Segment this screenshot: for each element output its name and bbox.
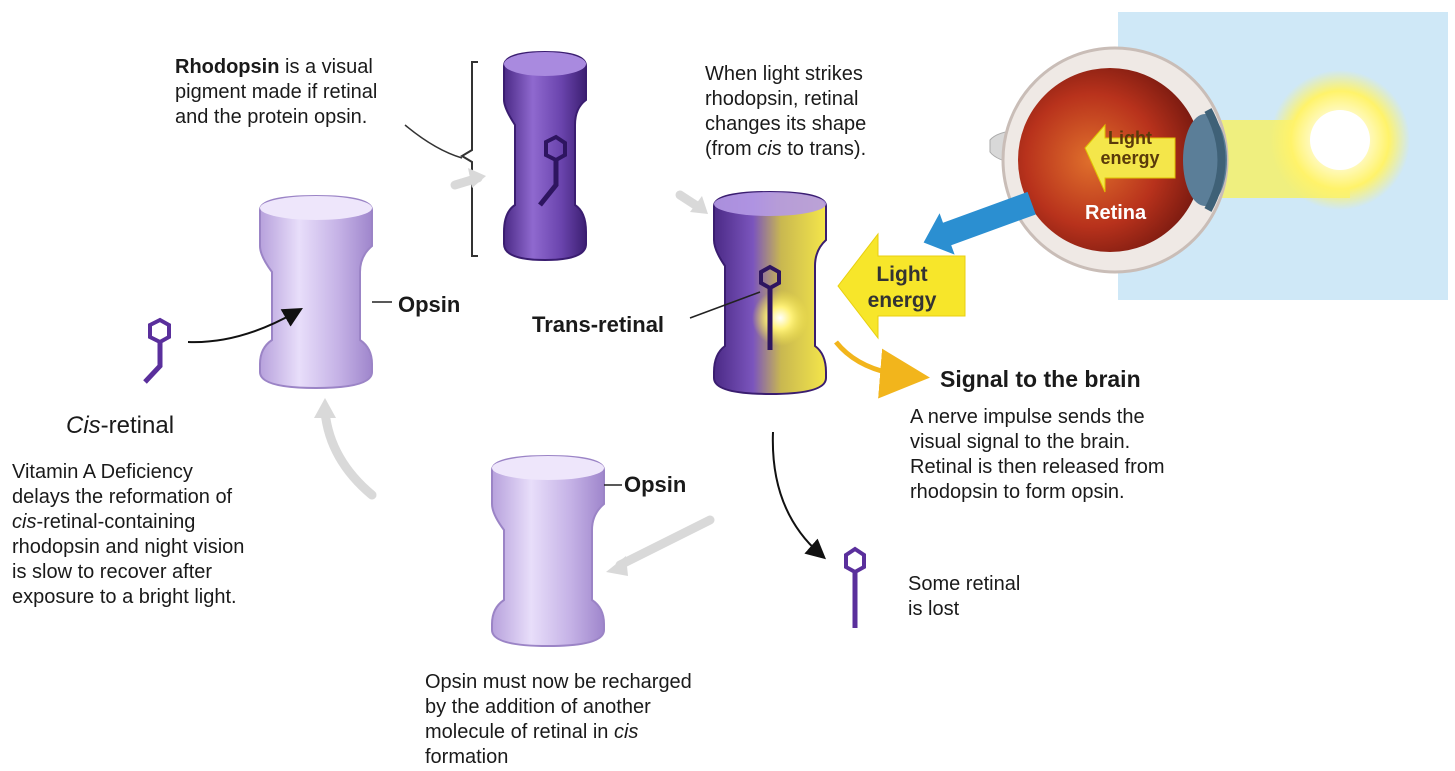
lost-retinal-molecule	[846, 549, 864, 628]
eye-light-label-2: energy	[1095, 148, 1165, 168]
opsin-molecule-bottom	[492, 456, 604, 646]
cis-retinal-italic: Cis	[66, 412, 101, 439]
lost-note-line2: is lost	[908, 597, 1020, 622]
cis-retinal-heading: Cis-retinal	[66, 412, 174, 440]
light-energy-label: Light energy	[862, 262, 942, 314]
light-note-cis: cis	[757, 138, 781, 160]
vitamin-a-note: Vitamin A Deficiency delays the reformat…	[12, 460, 244, 610]
rhodopsin-molecule	[504, 52, 586, 260]
light-flash	[752, 290, 808, 346]
recharge-line2: by the addition of another	[425, 695, 692, 720]
light-note-line3: changes its shape	[705, 112, 866, 137]
light-note-line4-b: to trans).	[782, 138, 866, 160]
cis-retinal-rest: -retinal	[101, 412, 174, 439]
recharge-note: Opsin must now be recharged by the addit…	[425, 670, 692, 770]
vitamin-note-line4: rhodopsin and night vision	[12, 535, 244, 560]
vitamin-note-cis: cis	[12, 511, 36, 533]
vitamin-note-line6: exposure to a bright light.	[12, 585, 244, 610]
rhodopsin-term: Rhodopsin	[175, 56, 279, 78]
lost-retinal-arrow	[773, 432, 820, 554]
vitamin-note-line5: is slow to recover after	[12, 560, 244, 585]
light-note-line1: When light strikes	[705, 62, 866, 87]
light-note-line2: rhodopsin, retinal	[705, 87, 866, 112]
signal-line2: visual signal to the brain.	[910, 430, 1165, 455]
light-note-line4: (from cis to trans).	[705, 137, 866, 162]
eye-light-label-1: Light	[1095, 128, 1165, 148]
signal-line4: rhodopsin to form opsin.	[910, 480, 1165, 505]
trans-rhodopsin-molecule	[714, 192, 826, 394]
recharge-line3: molecule of retinal in cis	[425, 720, 692, 745]
recharge-line1: Opsin must now be recharged	[425, 670, 692, 695]
vitamin-note-line3-rest: -retinal-containing	[36, 511, 195, 533]
light-strikes-note: When light strikes rhodopsin, retinal ch…	[705, 62, 866, 162]
eye-light-energy-label: Light energy	[1095, 128, 1165, 168]
vitamin-note-line2: delays the reformation of	[12, 485, 244, 510]
recharge-cis: cis	[614, 721, 638, 743]
eye-illustration	[916, 12, 1448, 300]
opsin-label-bottom: Opsin	[624, 472, 686, 498]
lost-note-line1: Some retinal	[908, 572, 1020, 597]
bracket	[462, 62, 478, 256]
light-note-line4-a: (from	[705, 138, 757, 160]
retina-label: Retina	[1085, 202, 1146, 225]
sun-core	[1310, 110, 1370, 170]
rhodopsin-note-line3: and the protein opsin.	[175, 105, 377, 130]
recharge-line3-a: molecule of retinal in	[425, 721, 614, 743]
rhodopsin-note-line2: pigment made if retinal	[175, 80, 377, 105]
opsin-molecule-top	[260, 196, 372, 388]
signal-line1: A nerve impulse sends the	[910, 405, 1165, 430]
vitamin-note-line1: Vitamin A Deficiency	[12, 460, 244, 485]
cis-retinal-molecule	[145, 320, 169, 382]
light-energy-label-1: Light	[862, 262, 942, 288]
signal-arrow	[836, 342, 910, 376]
light-energy-label-2: energy	[862, 288, 942, 314]
signal-title: Signal to the brain	[940, 366, 1141, 393]
recharge-line4: formation	[425, 745, 692, 770]
opsin-label-top: Opsin	[398, 292, 460, 318]
trans-retinal-label: Trans-retinal	[532, 312, 664, 338]
lost-retinal-note: Some retinal is lost	[908, 572, 1020, 622]
vitamin-note-line3: cis-retinal-containing	[12, 510, 244, 535]
rhodopsin-leader-line	[405, 125, 462, 158]
rhodopsin-note-line1: is a visual	[279, 56, 372, 78]
signal-note: A nerve impulse sends the visual signal …	[910, 405, 1165, 505]
rhodopsin-note: Rhodopsin is a visual pigment made if re…	[175, 55, 377, 130]
signal-line3: Retinal is then released from	[910, 455, 1165, 480]
